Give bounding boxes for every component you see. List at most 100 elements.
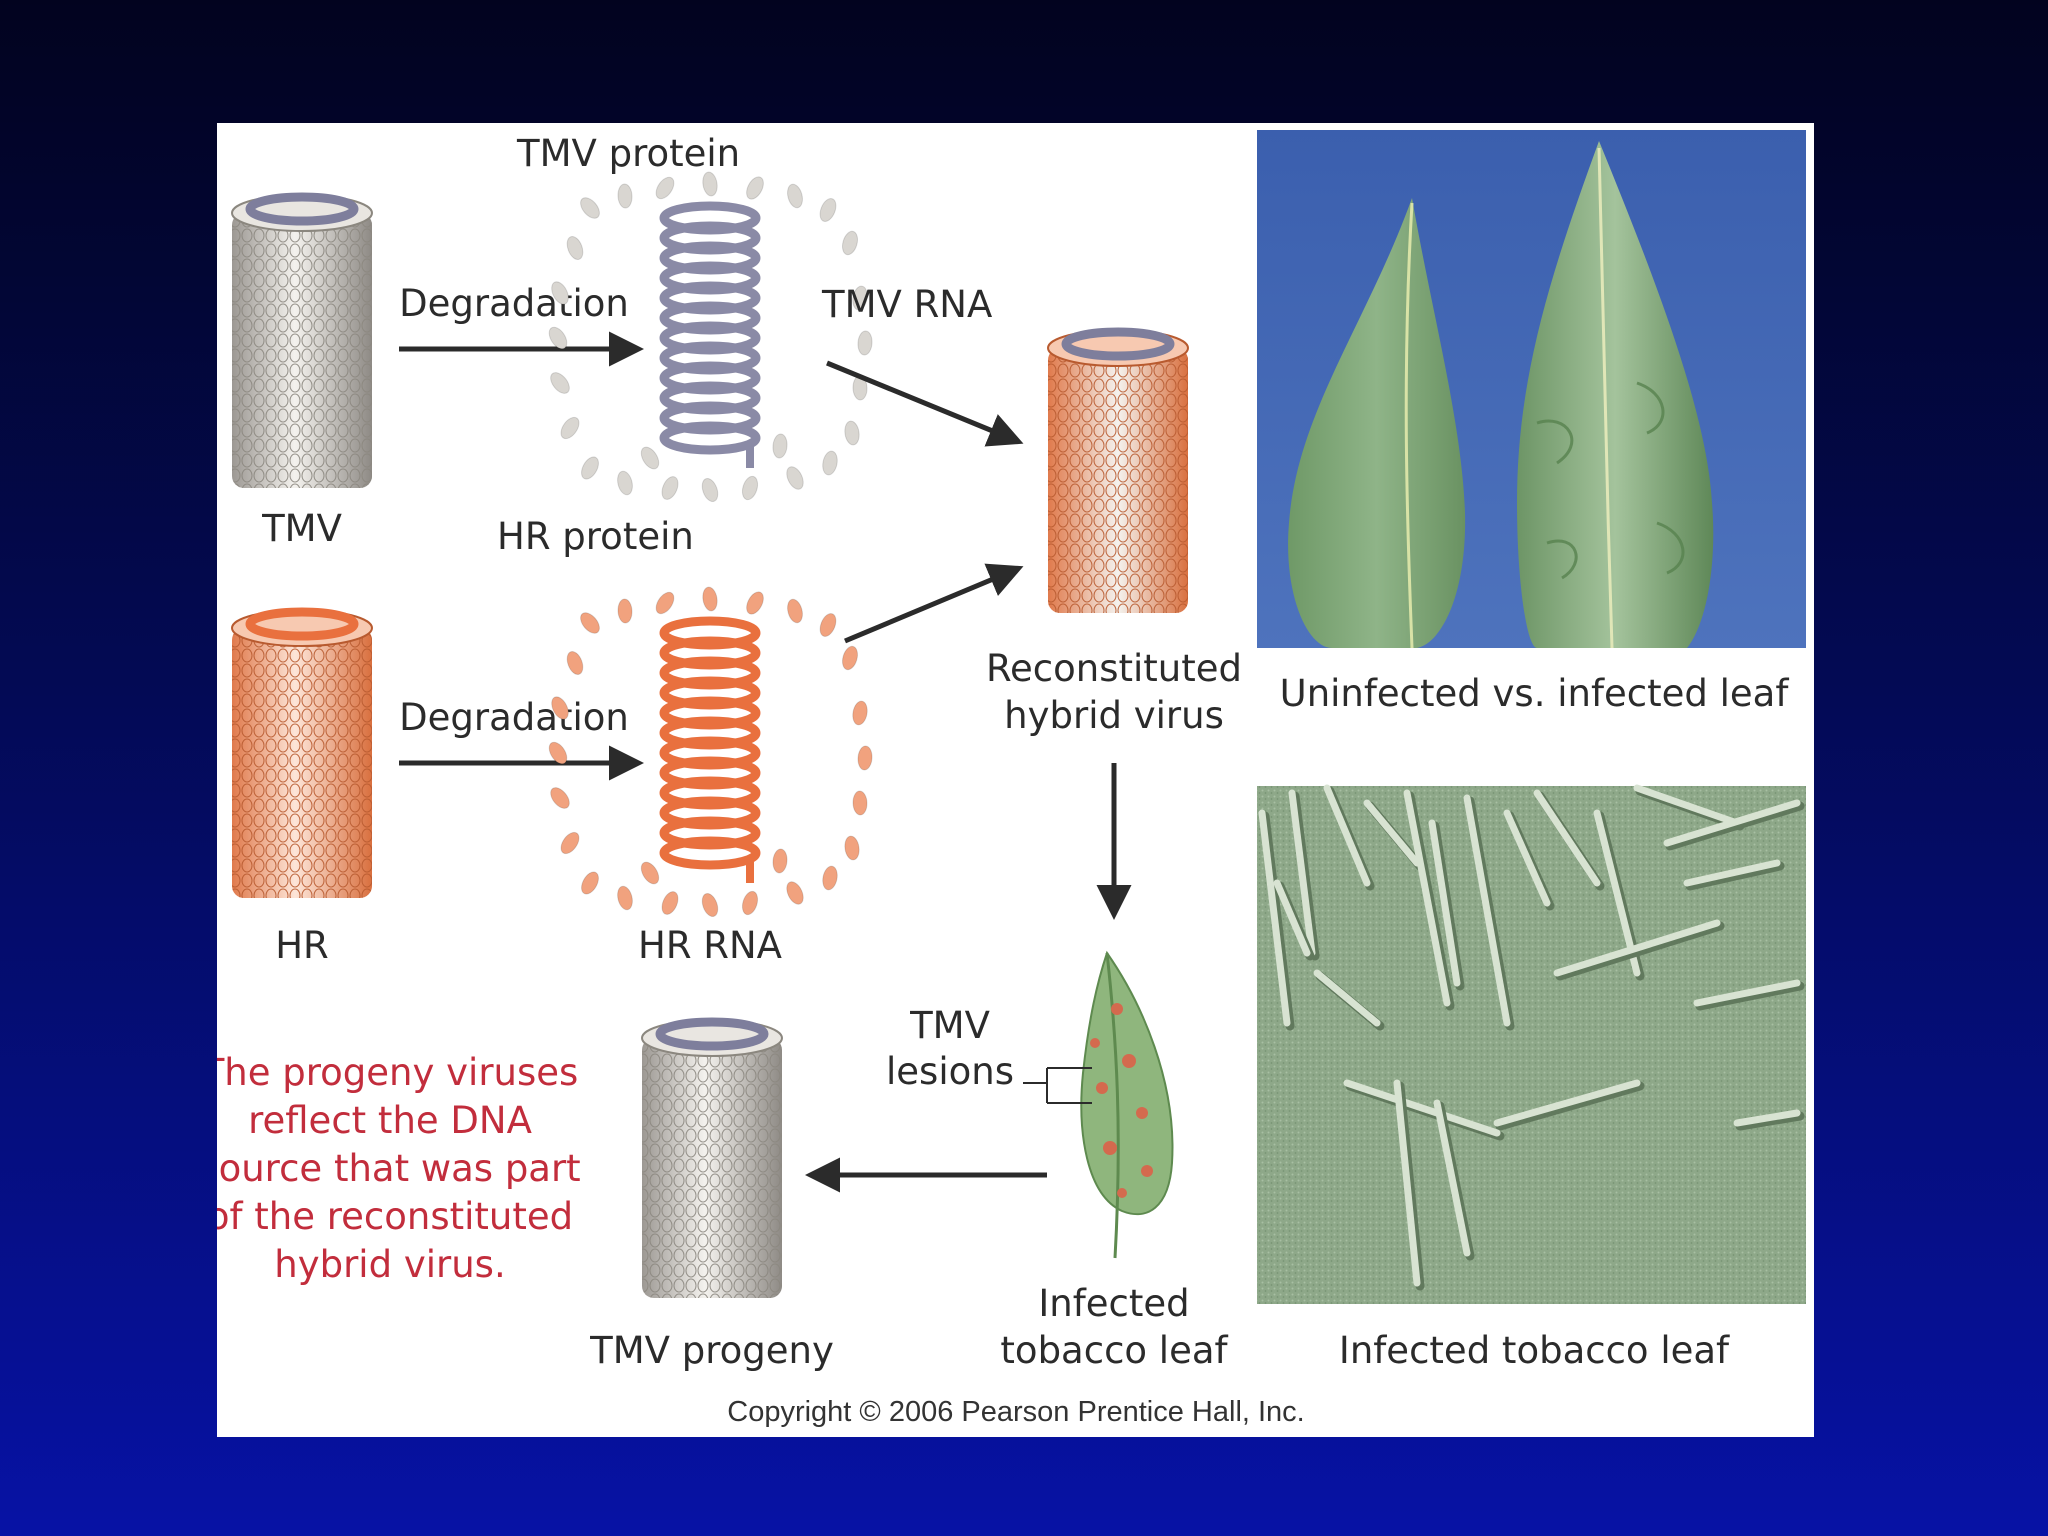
tmv-protein-subunit: [640, 446, 660, 470]
hr-protein-subunit: [702, 586, 718, 612]
hr-protein-subunit: [551, 696, 569, 720]
lesions-bracket: [1023, 1067, 1092, 1104]
tmv-protein-subunit: [842, 230, 858, 256]
infected-leaf-label-line1: Infected: [1038, 1282, 1189, 1325]
hr-protein-subunit: [772, 848, 788, 874]
virus-rod: [1733, 1109, 1801, 1127]
hr-rna-coil-turn: [659, 836, 761, 870]
reconstituted-label-line2: hybrid virus: [1004, 694, 1224, 737]
tmv-protein-subunit: [655, 176, 675, 200]
hr-protein-subunit: [852, 700, 868, 726]
tmv-protein-subunit: [702, 171, 718, 197]
tmv-protein-subunit: [819, 198, 837, 222]
hr-protein-subunit: [617, 885, 633, 911]
virus-rod: [1693, 979, 1801, 1007]
tmv-protein-subunit: [580, 197, 600, 219]
virus-rod: [1288, 789, 1316, 957]
virus-rod: [1273, 879, 1311, 957]
tmv-virus-rod: [231, 192, 373, 488]
hr-protein-subunit: [640, 861, 660, 885]
hr-protein-subunit: [842, 645, 858, 671]
hr-protein-subunit: [857, 745, 873, 771]
hr-protein-subunit: [550, 787, 570, 809]
virus-rod: [1363, 799, 1421, 867]
virus-rod-shadow: [1685, 861, 1785, 891]
tmv-rna-coil-turn: [659, 421, 761, 455]
tmv-protein-subunit: [550, 372, 570, 394]
virus-rod: [1463, 794, 1511, 1027]
hr-protein-subunit: [655, 591, 675, 615]
virus-rod: [1403, 789, 1451, 1007]
virus-rod: [1393, 1079, 1421, 1287]
hr-protein-subunit: [581, 871, 599, 895]
progeny-note-line: source that was part: [217, 1147, 581, 1190]
virus-rod: [1593, 809, 1641, 977]
hr-protein-subunit: [787, 598, 803, 624]
tmv-protein-subunit: [822, 450, 838, 476]
hr-protein-subunit: [741, 890, 759, 916]
tmv-protein-label: TMV protein: [516, 132, 740, 175]
copyright-text: Copyright © 2006 Pearson Prentice Hall, …: [727, 1396, 1305, 1428]
hr-protein-subunit: [746, 591, 764, 615]
tmv-rna-label: TMV RNA: [821, 283, 992, 326]
tmv-protein-subunit: [852, 285, 868, 311]
infected-leaf-illustration: [1080, 950, 1174, 1259]
uninfected-caption: Uninfected vs. infected leaf: [1280, 672, 1790, 715]
virus-rod: [1258, 809, 1291, 1027]
progeny-note: The progeny viruses reflect the DNA source…: [217, 1051, 581, 1286]
tmv-protein-subunit: [844, 420, 860, 446]
progeny-note-line: The progeny viruses: [217, 1051, 578, 1094]
hr-label: HR: [275, 924, 329, 967]
hr-rna-label: HR RNA: [638, 924, 782, 967]
hr-protein-subunit: [661, 891, 679, 915]
virus-rod: [1428, 819, 1461, 987]
arrow-tmv-rna-to-hybrid: [826, 360, 1024, 447]
tmv-lesions-label-line1: TMV: [909, 1004, 990, 1047]
tmv-protein-subunit: [551, 281, 569, 305]
tmv-micrograph: [1257, 784, 1806, 1304]
virus-rod: [1663, 799, 1801, 847]
tmv-protein-subunits: [548, 171, 873, 503]
virus-rod: [1633, 784, 1741, 827]
hr-protein-subunits: [548, 586, 873, 918]
figure-panel: TMV HR Degradation Degradation TMV prote…: [217, 123, 1814, 1437]
progeny-note-line: of the reconstituted: [217, 1195, 573, 1238]
tmv-progeny-label: TMV progeny: [589, 1329, 834, 1372]
virus-rod: [1683, 859, 1781, 887]
tmv-protein-subunit: [661, 476, 679, 500]
hr-protein-subunit: [786, 881, 804, 905]
infected-leaf-label-line2: tobacco leaf: [1000, 1329, 1228, 1372]
hr-protein-subunit: [560, 831, 580, 855]
tmv-reconstitution-diagram: TMV HR Degradation Degradation TMV prote…: [217, 130, 1806, 1428]
micrograph-caption: Infected tobacco leaf: [1339, 1329, 1730, 1372]
leaf-comparison-photo: [1257, 130, 1806, 649]
tmv-protein-subunit: [746, 176, 764, 200]
tmv-label: TMV: [261, 507, 342, 550]
tmv-protein-subunit: [772, 433, 788, 459]
tmv-protein-subunit: [617, 183, 633, 209]
progeny-note-line: reflect the DNA: [248, 1099, 532, 1142]
hr-protein-subunit: [822, 865, 838, 891]
virus-rod-shadow: [1695, 981, 1805, 1011]
virus-rod: [1493, 1079, 1641, 1127]
virus-rod-shadow: [1555, 921, 1725, 981]
hr-protein-subunit: [617, 598, 633, 624]
hr-protein-subunit: [566, 651, 584, 675]
hr-protein-subunit: [844, 835, 860, 861]
virus-rod: [1433, 1099, 1471, 1257]
virus-rod: [1343, 1079, 1501, 1137]
virus-rod: [1313, 969, 1381, 1027]
infected-leaf: [1517, 141, 1714, 648]
tmv-protein-subunit: [741, 475, 759, 501]
tmv-lesions-label-line2: lesions: [886, 1050, 1014, 1093]
tmv-protein-subunit: [560, 416, 580, 440]
hr-protein-label: HR protein: [497, 515, 694, 558]
hr-protein-subunit: [580, 612, 600, 634]
virus-rod-shadow: [1665, 801, 1805, 851]
arrow-hr-protein-to-hybrid: [844, 563, 1024, 644]
tmv-protein-subunit: [857, 330, 873, 356]
tmv-protein-subunit: [617, 470, 633, 496]
hr-protein-subunit: [819, 613, 837, 637]
hr-protein-subunit: [548, 741, 568, 765]
hr-virus-rod: [231, 607, 373, 898]
